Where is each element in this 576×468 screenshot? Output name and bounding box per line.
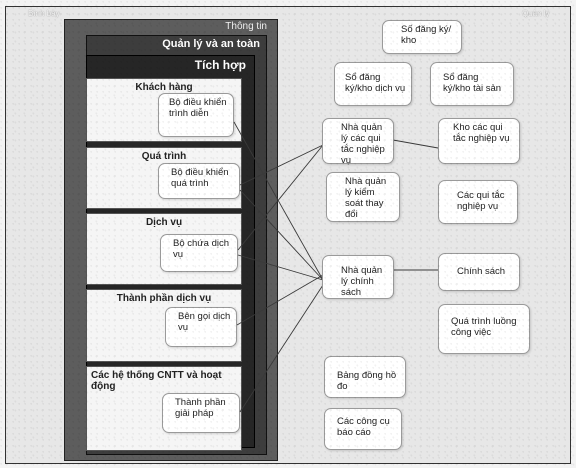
box-ben-goi: Bên gọi dịch vụ xyxy=(165,307,237,347)
layer-title: Khách hàng xyxy=(135,82,193,93)
box-quan-ly-thay-doi: Nhà quản lý kiểm soát thay đổi xyxy=(326,172,400,222)
band-quan-ly-title: Quản lý và an toàn xyxy=(162,38,260,50)
box-so-dang-ky-kho: Số đăng ký/ kho xyxy=(382,20,462,54)
layer-title: Các hệ thống CNTT và hoạt động xyxy=(91,370,222,392)
box-so-tai-san: Sổ đăng ký/kho tài sản xyxy=(430,62,514,106)
connector-line xyxy=(237,144,324,251)
band-thong-tin-title: Thông tin xyxy=(225,21,267,32)
box-kho-qui-tac: Kho các qui tắc nghiệp vụ xyxy=(438,118,520,164)
box-cong-cu-bao-cao: Các công cụ báo cáo xyxy=(324,408,402,450)
layer-title: Thành phần dịch vụ xyxy=(116,293,212,304)
box-bang-dong-ho: Bảng đồng hồ đo xyxy=(324,356,406,398)
box-giai-phap: Thành phần giải pháp xyxy=(162,393,240,433)
box-luong-cong-viec: Quá trình luồng công việc xyxy=(438,304,530,354)
box-quan-ly-qui-tac: Nhà quản lý các qui tắc nghiệp vụ xyxy=(322,118,394,166)
connector-line xyxy=(233,121,324,281)
box-dieu-khien-trinh-dien: Bộ điều khiển trình diễn xyxy=(158,93,234,137)
connector-line xyxy=(237,254,324,281)
box-chinh-sach: Chính sách xyxy=(438,253,520,291)
connector-line xyxy=(392,139,439,149)
corner-label-right: Quản lý xyxy=(522,9,550,18)
band-tich-hop-title: Tích hợp xyxy=(194,58,246,72)
box-so-dich-vu: Sổ đăng ký/kho dịch vụ xyxy=(334,62,412,106)
corner-label-left: Bình bày xyxy=(28,9,60,18)
connector-line xyxy=(236,274,324,326)
box-qui-tac: Các qui tắc nghiệp vụ xyxy=(438,180,518,224)
connector-line xyxy=(239,144,324,186)
connector-line xyxy=(239,189,324,281)
box-dieu-khien-qua-trinh: Bộ điều khiển quá trình xyxy=(158,163,240,199)
box-chua-dich-vu: Bộ chứa dịch vụ xyxy=(160,234,238,272)
connector-line xyxy=(239,284,324,413)
layer-title: Quá trình xyxy=(141,151,187,162)
layer-title: Dịch vụ xyxy=(145,217,183,228)
box-quan-ly-chinh-sach: Nhà quản lý chính sách xyxy=(322,255,394,299)
